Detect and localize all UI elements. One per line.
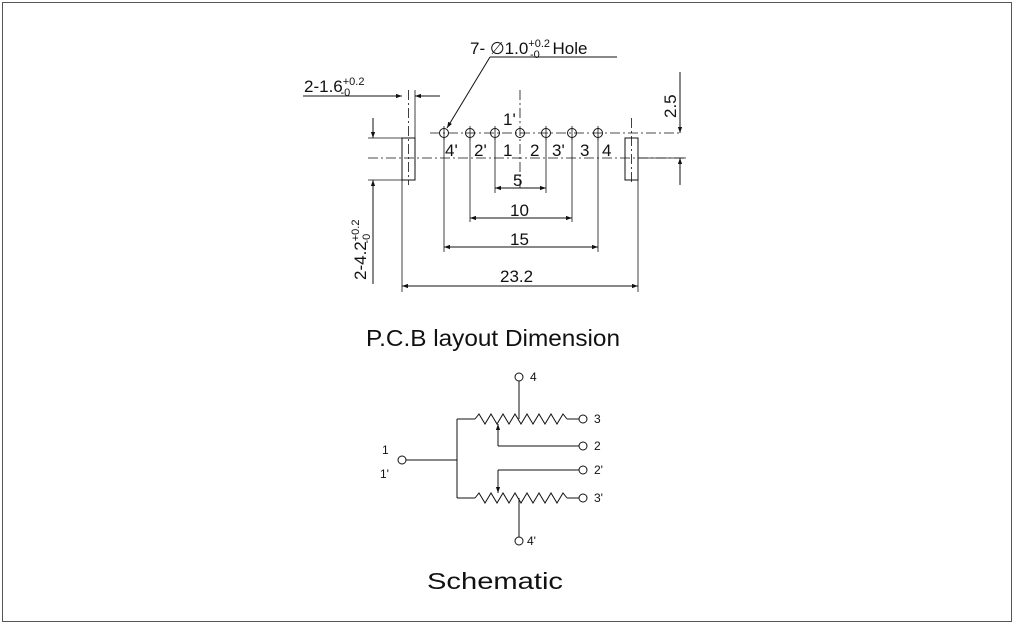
schematic: 4 3 2 1 1' 2' 3' 4' Schema xyxy=(380,370,603,594)
pin-holes xyxy=(439,126,603,140)
hole-3 xyxy=(567,126,577,140)
dim-5: 5 xyxy=(513,171,522,190)
dim-15: 15 xyxy=(510,230,529,249)
terminal-label: 3' xyxy=(594,491,603,505)
terminal-3p xyxy=(578,493,588,503)
terminal-2 xyxy=(578,441,588,451)
terminal-label: 2 xyxy=(594,439,601,453)
dim-10: 10 xyxy=(510,201,529,220)
hole-1 xyxy=(515,128,525,138)
resistor-top xyxy=(474,413,568,425)
hole-1p xyxy=(490,126,500,140)
terminal-4 xyxy=(514,372,524,382)
pitch-dim: 2.5 xyxy=(661,94,680,118)
terminal-2p xyxy=(578,465,588,475)
pin-label: 4' xyxy=(445,141,458,160)
pin-label: 2' xyxy=(474,141,487,160)
terminal-label: 1 xyxy=(382,443,389,457)
terminal-label: 4 xyxy=(530,370,537,384)
pin-label: 3' xyxy=(552,141,565,160)
hole-callout-leader xyxy=(446,56,491,129)
terminal-4p xyxy=(514,536,524,546)
hole-4 xyxy=(593,126,603,140)
slot-width-dim: 2-1.6+0.2-0 xyxy=(304,76,364,99)
pin-label: 2 xyxy=(530,141,539,160)
hole-4p xyxy=(439,126,449,140)
terminal-label: 4' xyxy=(527,534,536,548)
pin-label-top: 1' xyxy=(503,110,516,129)
hole-2 xyxy=(541,126,551,140)
pin-label: 3 xyxy=(580,141,589,160)
hole-callout: 7- ∅1.0+0.2-0 Hole xyxy=(470,38,587,61)
resistor-bottom xyxy=(474,492,568,504)
dim-23-2: 23.2 xyxy=(500,267,533,286)
pin-label: 1 xyxy=(503,141,512,160)
slot-height-dim: 2-4.2+0.2-0 xyxy=(350,220,373,280)
terminal-label: 1' xyxy=(380,467,389,481)
terminal-1 xyxy=(397,455,407,465)
terminal-3 xyxy=(578,414,588,424)
schematic-title: Schematic xyxy=(427,568,563,594)
pcb-title: P.C.B layout Dimension xyxy=(366,325,620,351)
hole-2p xyxy=(465,126,475,140)
pcb-layout: 7- ∅1.0+0.2-0 Hole 2-1.6+0.2-0 2-4.2+0.2… xyxy=(303,38,686,351)
pin-label: 4 xyxy=(602,141,611,160)
terminal-label: 2' xyxy=(594,463,603,477)
terminal-label: 3 xyxy=(594,412,601,426)
